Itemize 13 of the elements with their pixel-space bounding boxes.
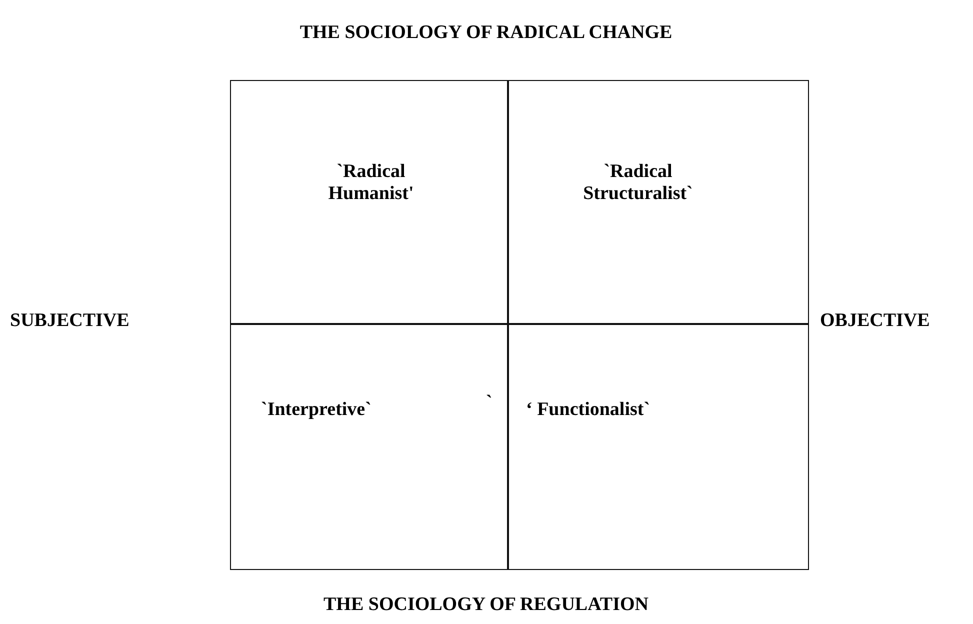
axis-heading: THE SOCIOLOGY OF RADICAL CHANGE <box>300 22 672 44</box>
quadrant-panel <box>507 80 809 325</box>
axis-label: SUBJECTIVE <box>10 310 130 332</box>
axis-heading: THE SOCIOLOGY OF REGULATION <box>324 594 648 616</box>
quadrant-panel <box>230 323 509 570</box>
quadrant-panel <box>230 80 509 325</box>
quadrant-label: `Radical Humanist' <box>327 161 415 205</box>
quadrant-label: ‘ Functionalist` <box>526 399 650 421</box>
stray-mark: ` <box>486 392 492 414</box>
quadrant-label: `Interpretive` <box>261 399 372 421</box>
quadrant-panel <box>507 323 809 570</box>
quadrant-label: `Radical Structuralist` <box>582 161 694 205</box>
axis-label: OBJECTIVE <box>820 310 930 332</box>
